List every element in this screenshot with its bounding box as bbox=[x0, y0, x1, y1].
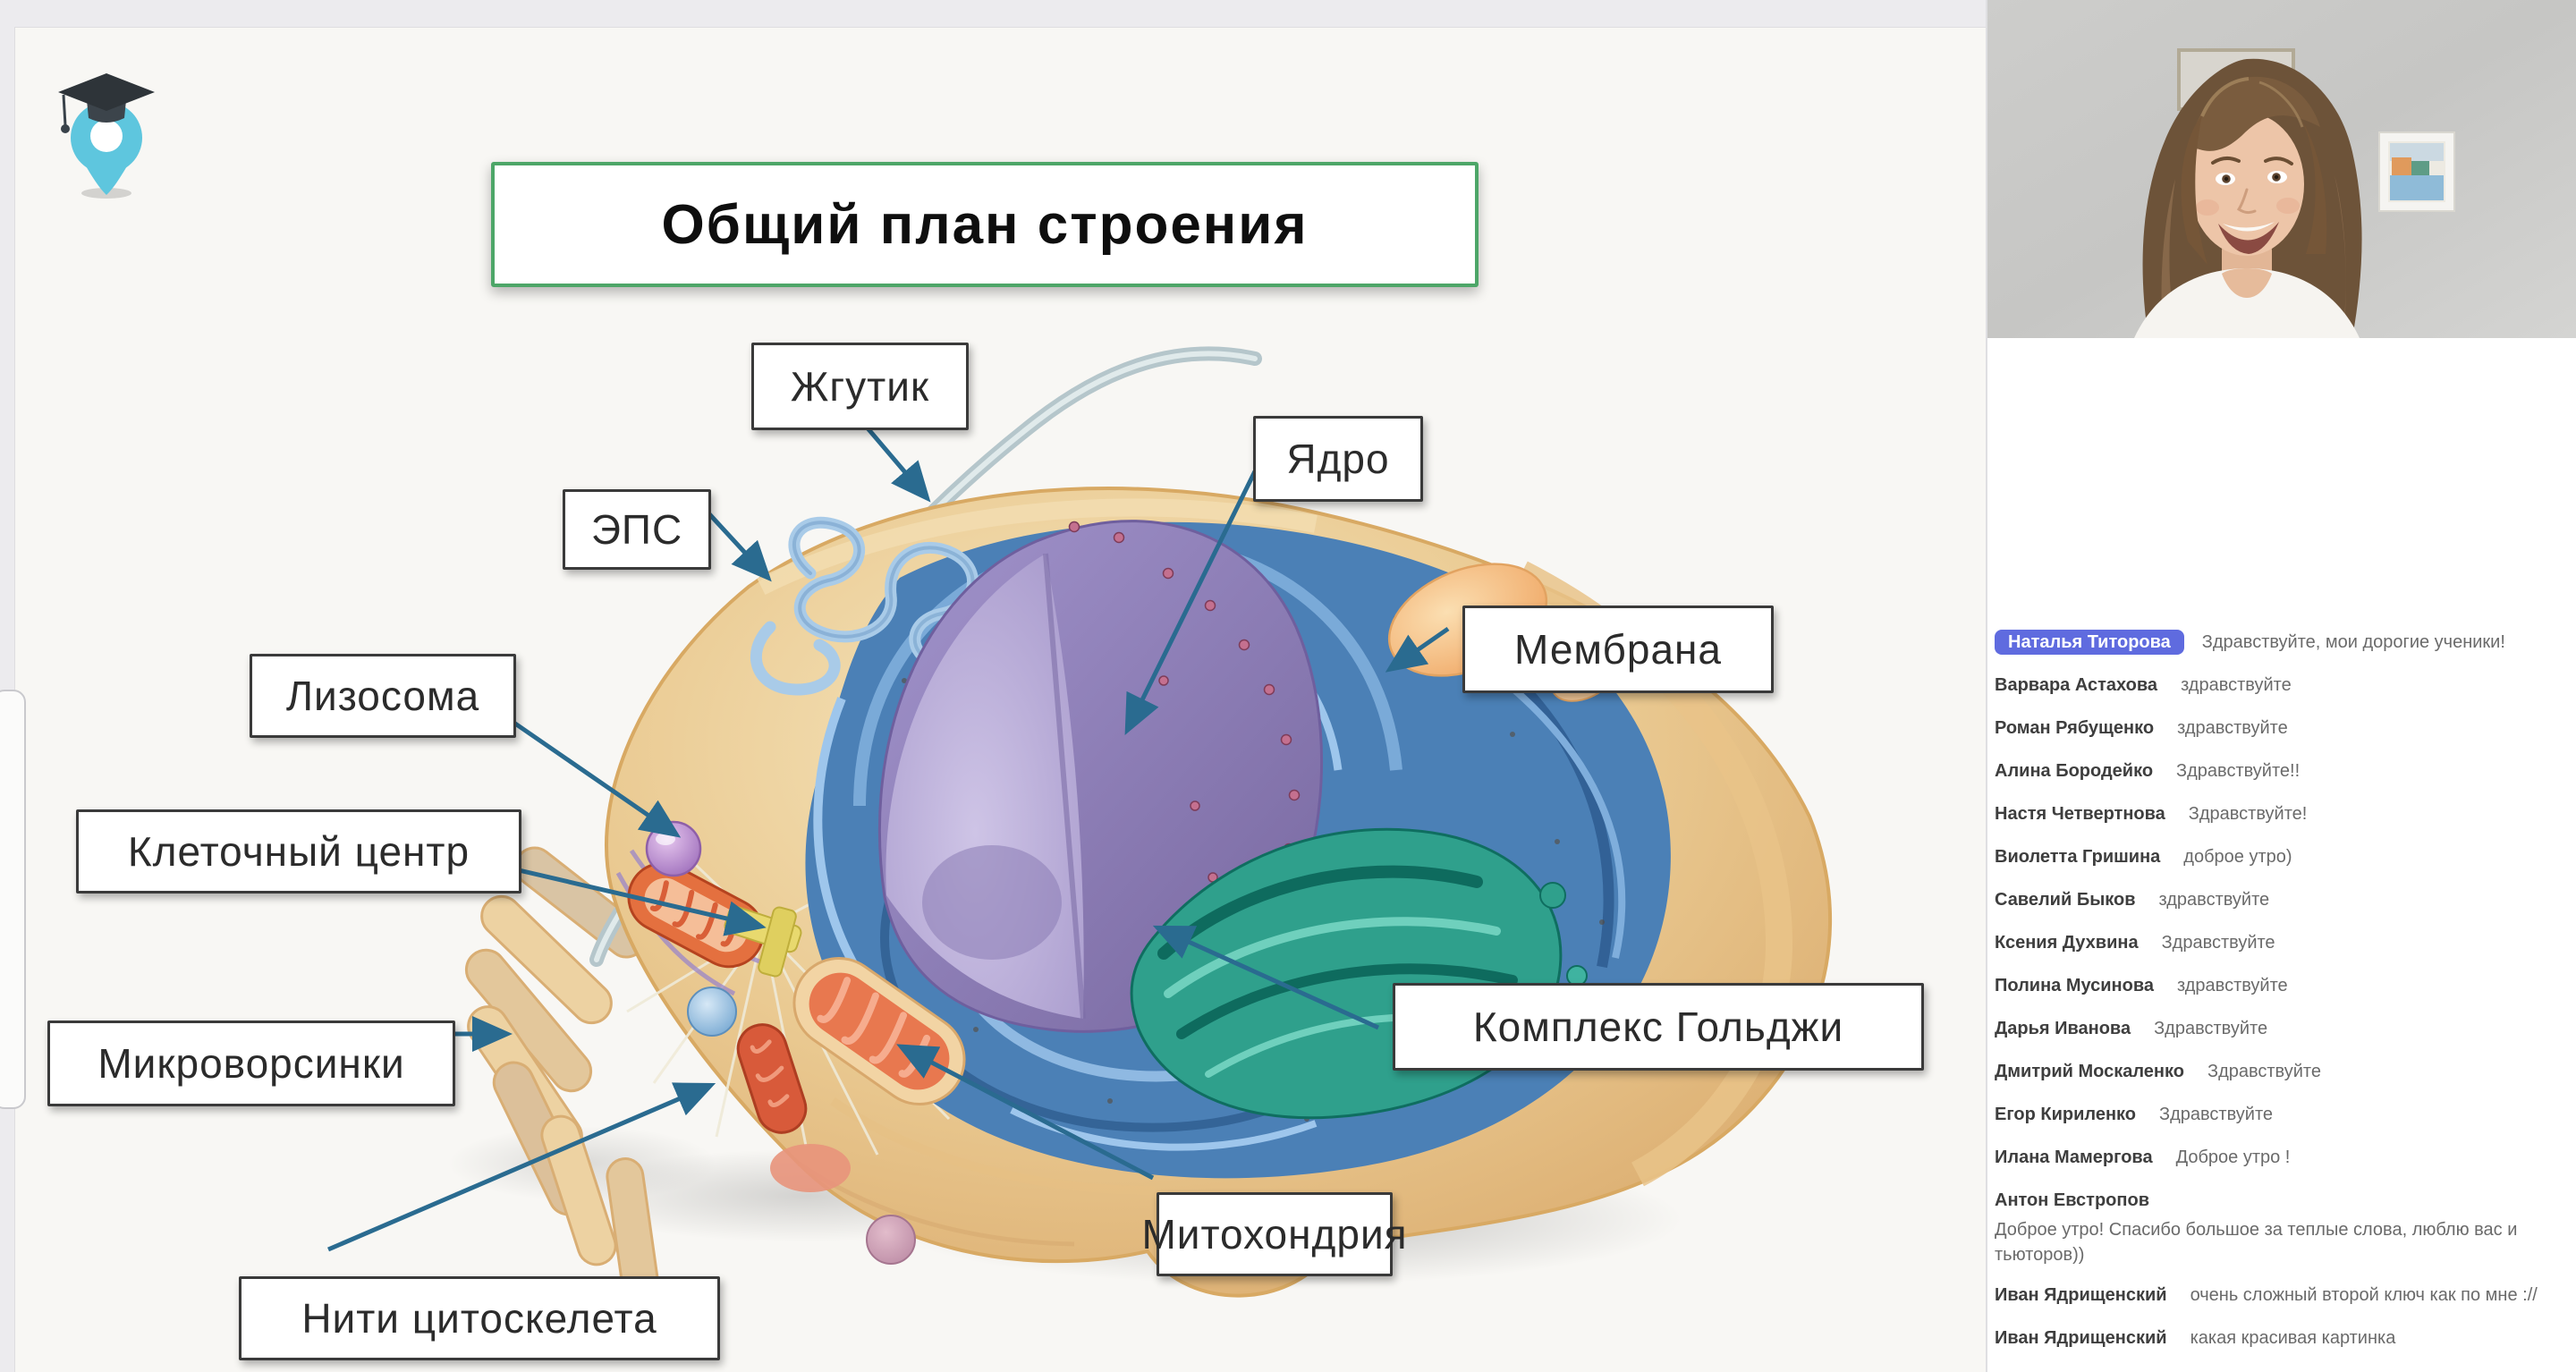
chat-text: очень сложный второй ключ как по мне :// bbox=[2190, 1285, 2538, 1305]
label-centrosome: Клеточный центр bbox=[76, 809, 521, 893]
lysosome bbox=[645, 820, 702, 877]
chat-text: какая красивая картинка bbox=[2190, 1328, 2396, 1348]
label-lysosome: Лизосома bbox=[250, 654, 516, 738]
right-panel: Наталья Титорова Здравствуйте, мои дороги… bbox=[1987, 0, 2576, 1372]
label-nucleus: Ядро bbox=[1253, 416, 1423, 502]
golgi-apparatus bbox=[1130, 827, 1588, 1120]
chat-author: Илана Мамергова bbox=[1995, 1148, 2153, 1167]
chat-author: Виолетта Гришина bbox=[1995, 847, 2161, 867]
label-golgi: Комплекс Гольджи bbox=[1393, 983, 1924, 1071]
panel-divider bbox=[1986, 0, 1987, 1372]
school-logo bbox=[58, 73, 155, 199]
chat-text: здравствуйте bbox=[2158, 890, 2270, 910]
microtubule-strands bbox=[615, 849, 771, 996]
chat-message-row: Егор Кириленко Здравствуйте bbox=[1995, 1100, 2567, 1130]
chat-text: здравствуйте bbox=[2177, 718, 2288, 738]
vesicle bbox=[866, 1215, 916, 1265]
chat-message-row: Дмитрий Москаленко Здравствуйте bbox=[1995, 1057, 2567, 1087]
chat-author: Ксения Духвина bbox=[1995, 933, 2139, 953]
label-flagellum: Жгутик bbox=[751, 343, 969, 430]
chat-text: Здравствуйте bbox=[2207, 1062, 2321, 1081]
chat-author: Полина Мусинова bbox=[1995, 976, 2155, 995]
label-cytoskeleton: Нити цитоскелета bbox=[239, 1276, 720, 1360]
vesicle bbox=[770, 1144, 851, 1192]
microvilli bbox=[464, 846, 659, 1299]
chat-author: Дмитрий Москаленко bbox=[1995, 1062, 2184, 1081]
chat-message-row: Иван Ядрищенский какая красивая картинка bbox=[1995, 1324, 2567, 1353]
tassel-knob bbox=[61, 124, 70, 133]
pin-hole bbox=[90, 120, 123, 152]
slide-edge-handle[interactable] bbox=[0, 690, 26, 1109]
label-microvilli: Микроворсинки bbox=[47, 1021, 455, 1106]
chat-author: Иван Ядрищенский bbox=[1995, 1328, 2167, 1348]
chat-message-row: Наталья Титорова Здравствуйте, мои дороги… bbox=[1995, 628, 2567, 657]
chat-author: Егор Кириленко bbox=[1995, 1105, 2137, 1124]
chat-text: Здравствуйте, мои дорогие ученики! bbox=[2201, 632, 2505, 652]
presenter-portrait bbox=[1987, 0, 2576, 338]
nucleus bbox=[877, 520, 1324, 1033]
chat-text: доброе утро) bbox=[2183, 847, 2292, 867]
chat-message-row: Алина Бородейко Здравствуйте!! bbox=[1995, 757, 2567, 786]
flagellum bbox=[589, 346, 1262, 967]
graduation-cap-icon bbox=[58, 73, 155, 111]
chat-text: Доброе утро ! bbox=[2175, 1148, 2291, 1167]
chat-message-row: Дарья Иванова Здравствуйте bbox=[1995, 1014, 2567, 1044]
nuclear-pores bbox=[1068, 521, 1301, 948]
chat-text: здравствуйте bbox=[2181, 675, 2292, 695]
mitochondrion bbox=[736, 1023, 808, 1134]
chat-text: Здравствуйте bbox=[2159, 1105, 2274, 1124]
chat-message-row: Савелий Быков здравствуйте bbox=[1995, 885, 2567, 915]
slide-title: Общий план строения bbox=[491, 162, 1479, 287]
chat-author: Алина Бородейко bbox=[1995, 761, 2154, 781]
chat-text: здравствуйте bbox=[2177, 976, 2288, 995]
chat-author: Дарья Иванова bbox=[1995, 1019, 2131, 1038]
chat-author: Антон Евстропов bbox=[1995, 1190, 2149, 1210]
chat-author: Настя Четвертнова bbox=[1995, 804, 2165, 824]
label-membrane: Мембрана bbox=[1462, 606, 1774, 693]
mitochondrion bbox=[627, 861, 765, 969]
chat-message-row: Настя Четвертнова Здравствуйте! bbox=[1995, 800, 2567, 829]
presenter bbox=[2134, 58, 2362, 338]
chat-author-badge: Наталья Титорова bbox=[1995, 630, 2184, 655]
chat-text: Здравствуйте bbox=[2161, 933, 2275, 953]
label-mitochondrion: Митохондрия bbox=[1141, 1192, 1407, 1276]
chat-message-row: Роман Рябущенко здравствуйте bbox=[1995, 714, 2567, 743]
wall-picture bbox=[2378, 131, 2455, 212]
chat-author: Роман Рябущенко bbox=[1995, 718, 2155, 738]
chat-message-list[interactable]: Наталья Титорова Здравствуйте, мои дороги… bbox=[1995, 628, 2567, 1372]
chat-message-row: Ксения Духвина Здравствуйте bbox=[1995, 928, 2567, 958]
chat-text: Доброе утро! Спасибо большое за теплые с… bbox=[1995, 1220, 2518, 1265]
mitochondrion bbox=[792, 956, 966, 1106]
centriole bbox=[724, 905, 802, 978]
cytoskeleton-filaments bbox=[626, 849, 951, 1156]
er-tubule-network bbox=[750, 516, 1008, 750]
chat-author: Савелий Быков bbox=[1995, 890, 2136, 910]
chat-text: Здравствуйте! bbox=[2188, 804, 2308, 824]
label-er: ЭПС bbox=[563, 489, 711, 570]
vesicle bbox=[687, 987, 737, 1037]
slide-title-text: Общий план строения bbox=[661, 193, 1309, 256]
chat-text: Здравствуйте bbox=[2154, 1019, 2268, 1038]
slide-area: Общий план строения Жгутик ЭПС Ядро Мемб… bbox=[0, 27, 1987, 1372]
chat-author: Иван Ядрищенский bbox=[1995, 1285, 2167, 1305]
tassel-cord bbox=[62, 94, 67, 126]
presenter-video bbox=[1987, 0, 2576, 338]
chat-message-row: Варвара Астахова здравствуйте bbox=[1995, 671, 2567, 700]
chat-text: Здравствуйте!! bbox=[2176, 761, 2301, 781]
chat-author: Варвара Астахова bbox=[1995, 675, 2158, 695]
chat-message-row: Иван Ядрищенский очень сложный второй клю… bbox=[1995, 1281, 2567, 1310]
chat-message-row: Илана Мамергова Доброе утро ! bbox=[1995, 1143, 2567, 1173]
chat-message-row: Виолетта Гришина доброе утро) bbox=[1995, 843, 2567, 872]
chat-message-row: Полина Мусинова здравствуйте bbox=[1995, 971, 2567, 1001]
